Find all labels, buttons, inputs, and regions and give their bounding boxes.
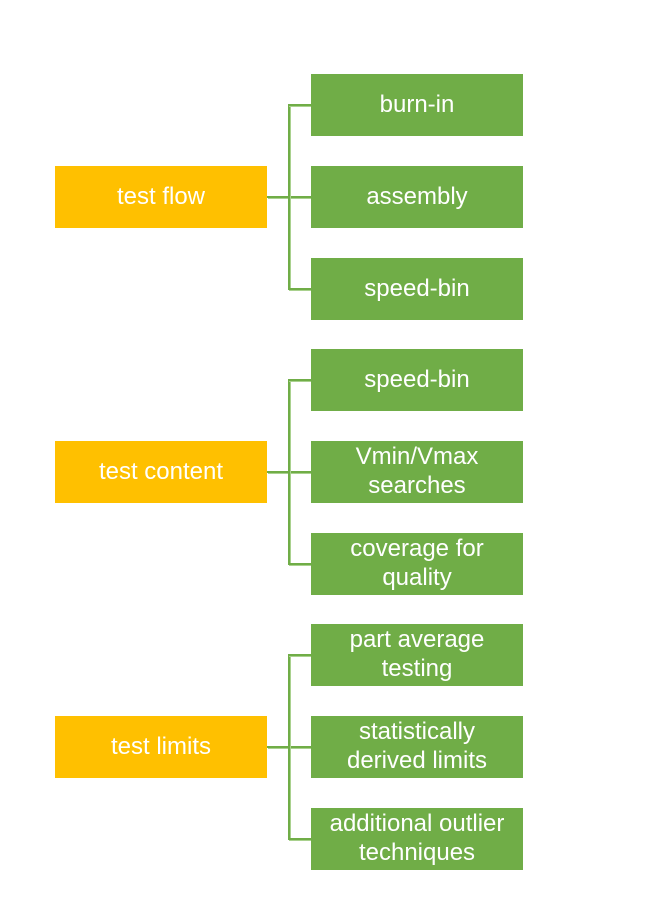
connector-top-stub	[288, 654, 311, 656]
connector-vertical-line	[288, 654, 290, 840]
child-label: Vmin/Vmax searches	[355, 443, 479, 499]
child-label: speed-bin	[364, 274, 470, 302]
child-label: coverage for quality	[350, 535, 484, 591]
connector-bottom-stub	[288, 563, 311, 565]
child-label: additional outlier techniques	[329, 810, 505, 866]
child-box-assembly: assembly	[311, 166, 523, 228]
parent-label: test flow	[116, 182, 206, 210]
child-label: statistically derived limits	[346, 718, 488, 774]
connector-test-flow	[267, 74, 311, 320]
group-test-limits: test limits part average testing statist…	[55, 624, 523, 870]
connector-test-limits	[267, 624, 311, 870]
connector-bottom-stub	[288, 838, 311, 840]
connector-bottom-stub	[288, 288, 311, 290]
group-test-content: test content speed-bin Vmin/Vmax searche…	[55, 349, 523, 595]
child-box-part-average-testing: part average testing	[311, 624, 523, 686]
child-box-speed-bin-2: speed-bin	[311, 349, 523, 411]
group-test-flow: test flow burn-in assembly speed-bin	[55, 74, 523, 320]
parent-label: test content	[98, 457, 224, 485]
child-box-speed-bin: speed-bin	[311, 258, 523, 320]
children-test-content: speed-bin Vmin/Vmax searches coverage fo…	[311, 349, 523, 595]
parent-box-test-limits: test limits	[55, 716, 267, 778]
parent-label: test limits	[110, 732, 211, 760]
child-box-coverage-for-quality: coverage for quality	[311, 533, 523, 595]
child-box-additional-outlier-techniques: additional outlier techniques	[311, 808, 523, 870]
child-box-vmin-vmax-searches: Vmin/Vmax searches	[311, 441, 523, 503]
connector-top-stub	[288, 104, 311, 106]
children-test-limits: part average testing statistically deriv…	[311, 624, 523, 870]
child-label: burn-in	[379, 90, 455, 118]
children-test-flow: burn-in assembly speed-bin	[311, 74, 523, 320]
child-label: part average testing	[349, 626, 485, 682]
child-box-burn-in: burn-in	[311, 74, 523, 136]
connector-test-content	[267, 349, 311, 595]
child-label: assembly	[366, 182, 468, 210]
connector-vertical-line	[288, 104, 290, 290]
parent-box-test-flow: test flow	[55, 166, 267, 228]
child-box-statistically-derived-limits: statistically derived limits	[311, 716, 523, 778]
parent-box-test-content: test content	[55, 441, 267, 503]
child-label: speed-bin	[364, 365, 470, 393]
connector-vertical-line	[288, 379, 290, 565]
connector-top-stub	[288, 379, 311, 381]
